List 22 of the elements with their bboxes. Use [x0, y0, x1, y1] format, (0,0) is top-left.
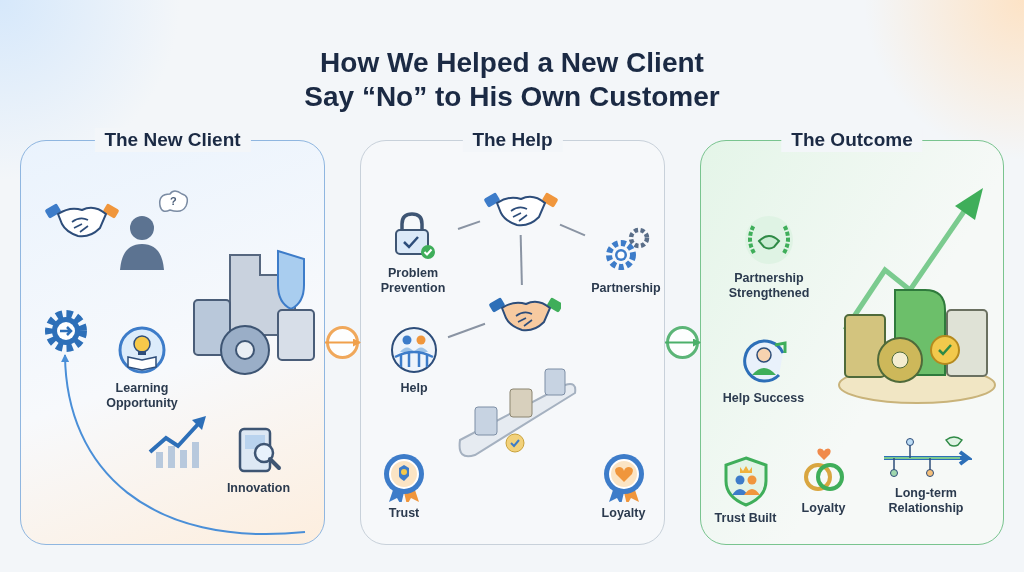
arrow: [664, 338, 701, 347]
item-label: Learning Opportunity: [105, 381, 179, 411]
section-heading: The New Client: [94, 128, 251, 152]
item-label: Loyalty: [601, 506, 646, 521]
item-label: Trust Built: [714, 511, 777, 526]
curved-arrow: [61, 354, 306, 536]
item-label: Loyalty: [801, 501, 846, 516]
diagram-title: How We Helped a New Client Say “No” to His Own Customer: [303, 46, 721, 114]
item-label: Partnership: [591, 281, 661, 296]
connector-line: [447, 322, 486, 339]
connector-line: [559, 223, 586, 237]
item-label: Innovation: [226, 481, 291, 496]
item-label: Help: [400, 381, 428, 396]
item-label: Problem Prevention: [379, 266, 447, 296]
item-label: Long-term Relationship: [887, 486, 965, 516]
item-label: Help Success: [722, 391, 805, 406]
connector-line: [519, 234, 523, 286]
question-mark: ?: [170, 195, 177, 207]
item-label: Trust: [388, 506, 420, 521]
arrow: [324, 338, 361, 347]
connector-line: [457, 220, 481, 231]
item-label: Partnership Strengthened: [727, 271, 811, 301]
